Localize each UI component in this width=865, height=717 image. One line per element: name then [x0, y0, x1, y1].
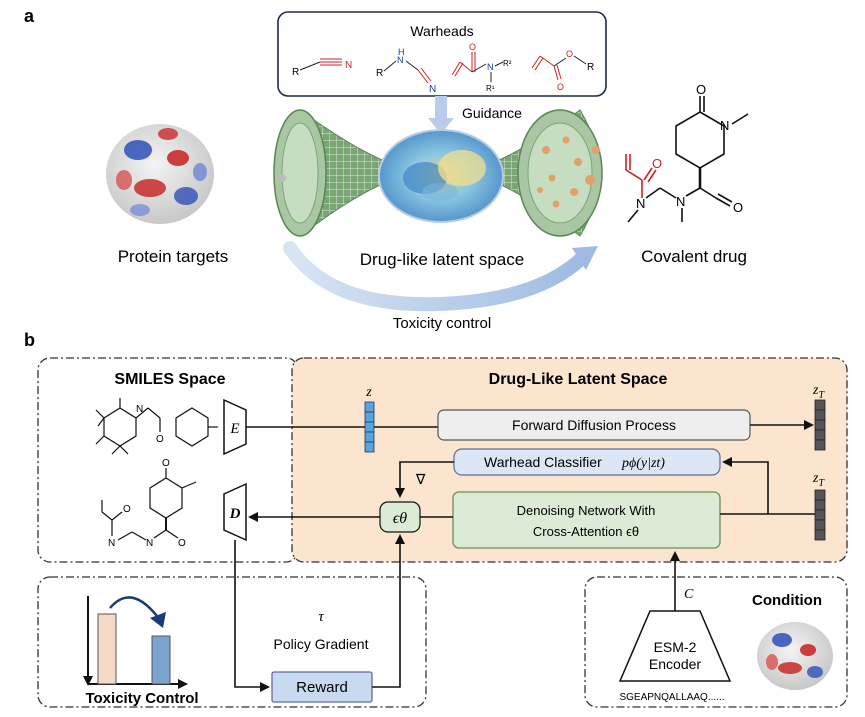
- reward-to-epsilon-arrow: [372, 534, 405, 688]
- c-label: C: [684, 587, 694, 602]
- tau-symbol: τ: [318, 609, 324, 625]
- zT-label-top: zT: [812, 383, 825, 401]
- atom-label: R²: [503, 59, 512, 68]
- latent-space-title: Drug-Like Latent Space: [489, 371, 668, 388]
- classifier-gradient-arrow: [395, 461, 454, 498]
- policy-gradient-label: Policy Gradient: [274, 636, 369, 652]
- z-label: z: [365, 385, 372, 400]
- nabla-symbol: ∇: [415, 471, 426, 487]
- atom-label: R¹: [486, 84, 495, 93]
- latent-space-label: Drug-like latent space: [360, 250, 524, 269]
- atom-label: N: [720, 118, 729, 133]
- atom-label: O: [557, 82, 564, 92]
- right-cone-image: [489, 109, 603, 237]
- esm2-line1: ESM-2: [654, 639, 697, 655]
- protein-surface-image: [106, 124, 214, 224]
- esm2-line2: Encoder: [649, 656, 701, 672]
- atom-label: N: [397, 55, 404, 65]
- atom-label: O: [178, 538, 186, 549]
- decoder-symbol: D: [229, 506, 241, 522]
- atom-label: N: [487, 62, 494, 72]
- atom-label: N: [676, 194, 685, 209]
- denoising-line2: Cross-Attention ϵθ: [533, 524, 639, 539]
- latent-space-globe: [378, 129, 504, 223]
- left-cone-image: [273, 109, 393, 237]
- atom-label: R: [292, 67, 299, 78]
- warhead-acrylate-structure: O O R: [531, 49, 594, 92]
- atom-label: R: [376, 68, 383, 79]
- guidance-label: Guidance: [462, 105, 522, 121]
- covalent-drug-structure: O N O N N O: [625, 82, 749, 223]
- condition-protein-image: [757, 622, 833, 690]
- toxicity-control-curve: [283, 241, 591, 312]
- panel-a-label: a: [24, 6, 35, 26]
- classifier-formula: pϕ(y|zt): [621, 456, 665, 471]
- protein-targets-label: Protein targets: [118, 247, 229, 266]
- warhead-cyanamide-structure: R H N N: [376, 47, 436, 95]
- atom-label: O: [652, 156, 662, 171]
- encoder-symbol: E: [229, 421, 239, 437]
- atom-label: O: [156, 434, 164, 445]
- encoder-block: E: [223, 398, 247, 456]
- toxicity-control-label: Toxicity control: [393, 315, 491, 332]
- panel-b-label: b: [24, 330, 35, 350]
- esm2-encoder-block: [618, 610, 732, 682]
- warhead-nitrile-structure: R N: [292, 58, 352, 78]
- atom-label: N: [146, 538, 153, 549]
- atom-label: O: [566, 49, 573, 59]
- zT-vector-bottom: [814, 489, 826, 541]
- atom-label: N: [429, 84, 436, 95]
- guidance-arrow: [428, 96, 454, 134]
- condition-title: Condition: [752, 592, 822, 609]
- warheads-box: Warheads R N R H N N O: [277, 11, 607, 97]
- forward-diffusion-label: Forward Diffusion Process: [512, 417, 676, 433]
- atom-label: O: [162, 458, 170, 469]
- denoising-line1: Denoising Network With: [517, 503, 656, 518]
- warhead-acrylamide-structure: O N R² R¹: [451, 42, 512, 93]
- atom-label: H: [398, 47, 405, 57]
- atom-label: R: [587, 62, 594, 73]
- toxicity-control-arrowhead: [572, 246, 598, 270]
- smiles-molecule-input: N O: [95, 398, 218, 455]
- toxicity-bar-chart-icon: [83, 596, 188, 689]
- atom-label: N: [108, 538, 115, 549]
- smiles-molecule-output: O O N N O: [101, 458, 197, 549]
- reward-label: Reward: [296, 679, 348, 696]
- decoder-block: D: [223, 482, 247, 542]
- atom-label: O: [123, 504, 131, 515]
- atom-label: N: [345, 60, 352, 71]
- smiles-space-title: SMILES Space: [114, 371, 225, 388]
- toxicity-control-title: Toxicity Control: [85, 690, 198, 707]
- protein-sequence: SGEAPNQALLAAQ......: [619, 692, 724, 703]
- atom-label: N: [636, 196, 645, 211]
- z-vector: [364, 401, 375, 453]
- zT-label-bottom: zT: [812, 471, 825, 489]
- denoising-network-box: [452, 491, 721, 549]
- epsilon-theta-label: ϵθ: [393, 510, 407, 527]
- atom-label: O: [469, 42, 476, 52]
- covalent-drug-label: Covalent drug: [641, 247, 747, 266]
- atom-label: O: [733, 200, 743, 215]
- zT-to-classifier-arrow: [722, 457, 769, 514]
- decoder-to-reward-arrow: [234, 540, 270, 692]
- atom-label: N: [136, 404, 143, 415]
- warheads-title: Warheads: [410, 23, 473, 39]
- atom-label: O: [696, 82, 706, 97]
- zT-vector-top: [814, 399, 826, 451]
- warhead-classifier-label: Warhead Classifier: [484, 454, 602, 470]
